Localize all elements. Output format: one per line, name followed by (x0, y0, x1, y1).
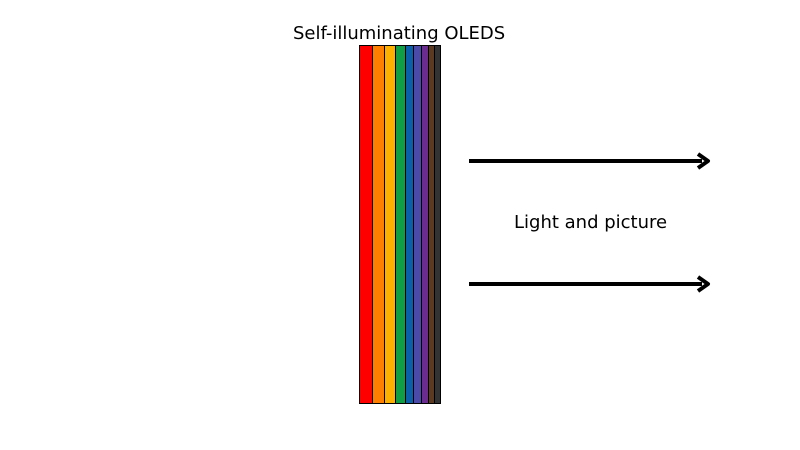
arrow-bottom (469, 275, 710, 293)
oled-stripe-stack (359, 45, 441, 404)
diagram-title: Self-illuminating OLEDS (293, 23, 506, 44)
stripe-dark-gray (434, 45, 441, 404)
arrow-top (469, 152, 710, 170)
arrow-label: Light and picture (514, 212, 668, 233)
